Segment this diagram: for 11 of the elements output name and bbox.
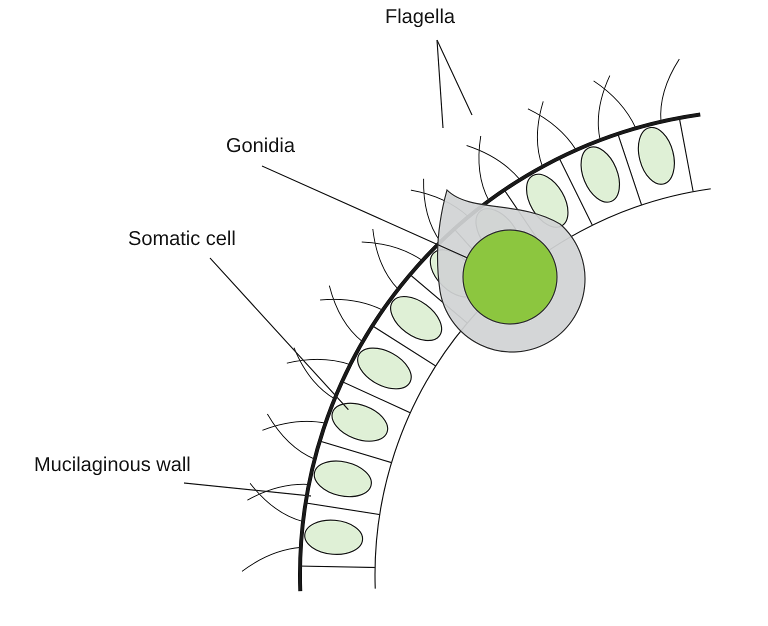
leader-line xyxy=(262,165,468,258)
somatic-cell xyxy=(331,402,388,442)
leader-line xyxy=(184,482,312,497)
leader-line xyxy=(436,40,473,116)
part-label: Somatic cell xyxy=(128,227,236,252)
gonidium xyxy=(462,229,558,325)
part-label: Mucilaginous wall xyxy=(34,453,191,478)
leader-line xyxy=(436,40,444,128)
part-label: Flagella xyxy=(385,5,456,30)
leader-line xyxy=(210,258,349,410)
part-label: Gonidia xyxy=(226,134,295,159)
